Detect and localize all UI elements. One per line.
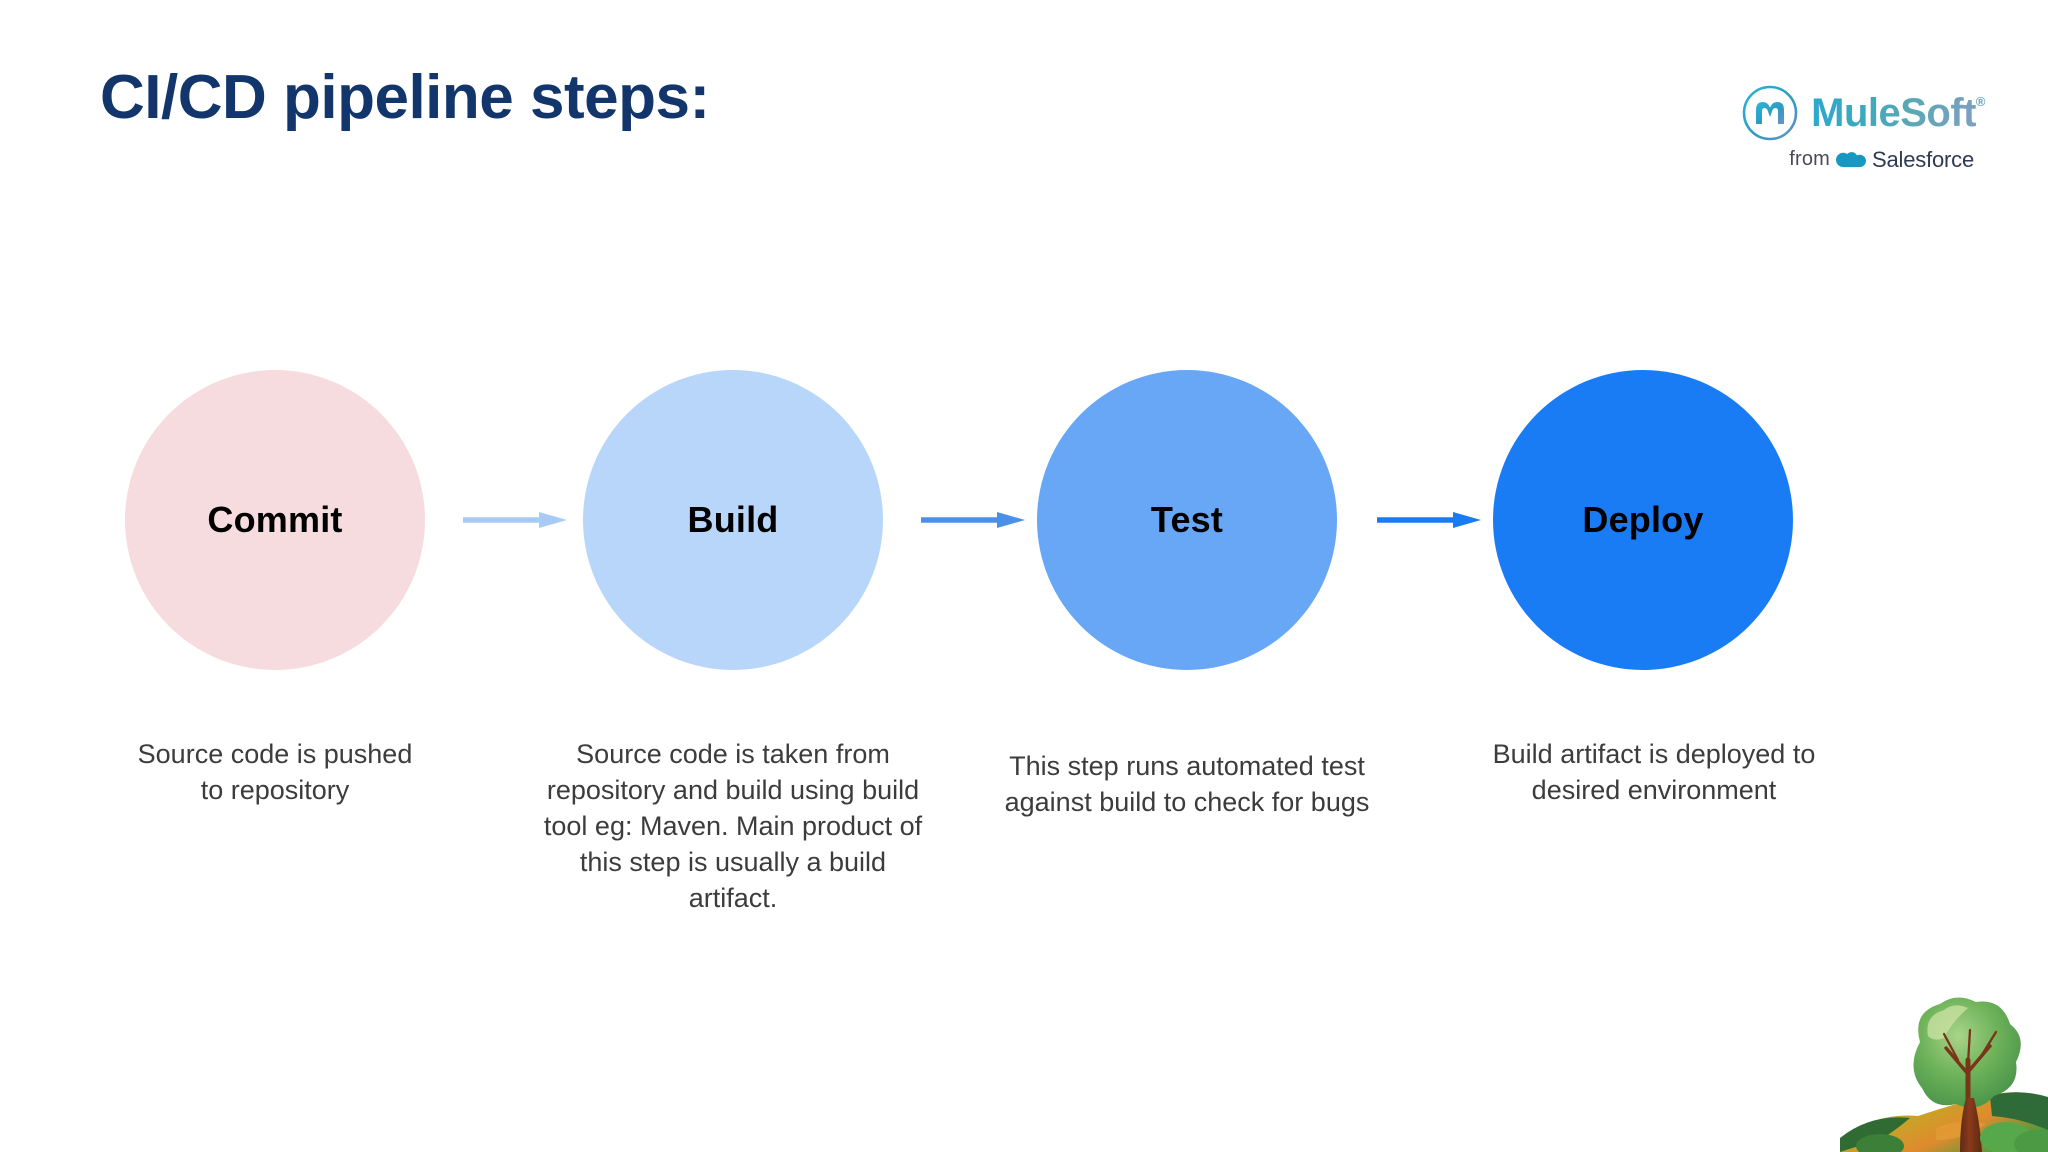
tree-on-hill-illustration <box>1840 990 2048 1152</box>
pipeline-step-label: Deploy <box>1582 499 1704 540</box>
logo-primary-row: MuleSoft® <box>1741 84 1986 142</box>
logo-tagline: from Salesforce <box>1789 147 1974 173</box>
arrow-right-icon-test-to-deploy <box>1377 512 1481 528</box>
salesforce-cloud-icon <box>1836 150 1867 169</box>
arrow-right-icon-commit-to-build <box>463 512 567 528</box>
logo-wordmark: MuleSoft® <box>1811 90 1986 135</box>
page-title: CI/CD pipeline steps: <box>100 63 710 132</box>
pipeline-step-label: Test <box>1150 499 1224 540</box>
cicd-pipeline-diagram: Commit Build Test Deploy <box>0 370 2048 670</box>
mulesoft-logo: MuleSoft® from Salesforce <box>1708 82 1986 174</box>
mulesoft-m-icon <box>1741 84 1799 142</box>
registered-trademark-icon: ® <box>1975 93 1986 109</box>
pipeline-step-caption-deploy: Build artifact is deployed to desired en… <box>1492 739 1816 805</box>
arrow-right-icon-build-to-test <box>921 512 1025 528</box>
logo-tagline-brand: Salesforce <box>1872 146 1974 172</box>
logo-tagline-from: from <box>1789 148 1831 170</box>
pipeline-step-label: Commit <box>207 499 343 540</box>
pipeline-step-deploy[interactable]: Deploy <box>1493 370 1793 670</box>
pipeline-step-caption-test: This step runs automated test against bu… <box>1004 751 1370 817</box>
logo-wordmark-text: MuleSoft <box>1811 90 1976 135</box>
pipeline-step-caption-build: Source code is taken from repository and… <box>543 739 923 913</box>
pipeline-step-commit[interactable]: Commit <box>125 370 425 670</box>
pipeline-step-build[interactable]: Build <box>583 370 883 670</box>
pipeline-step-label: Build <box>687 499 779 540</box>
pipeline-step-test[interactable]: Test <box>1037 370 1337 670</box>
pipeline-step-caption-commit: Source code is pushed to repository <box>137 739 413 805</box>
